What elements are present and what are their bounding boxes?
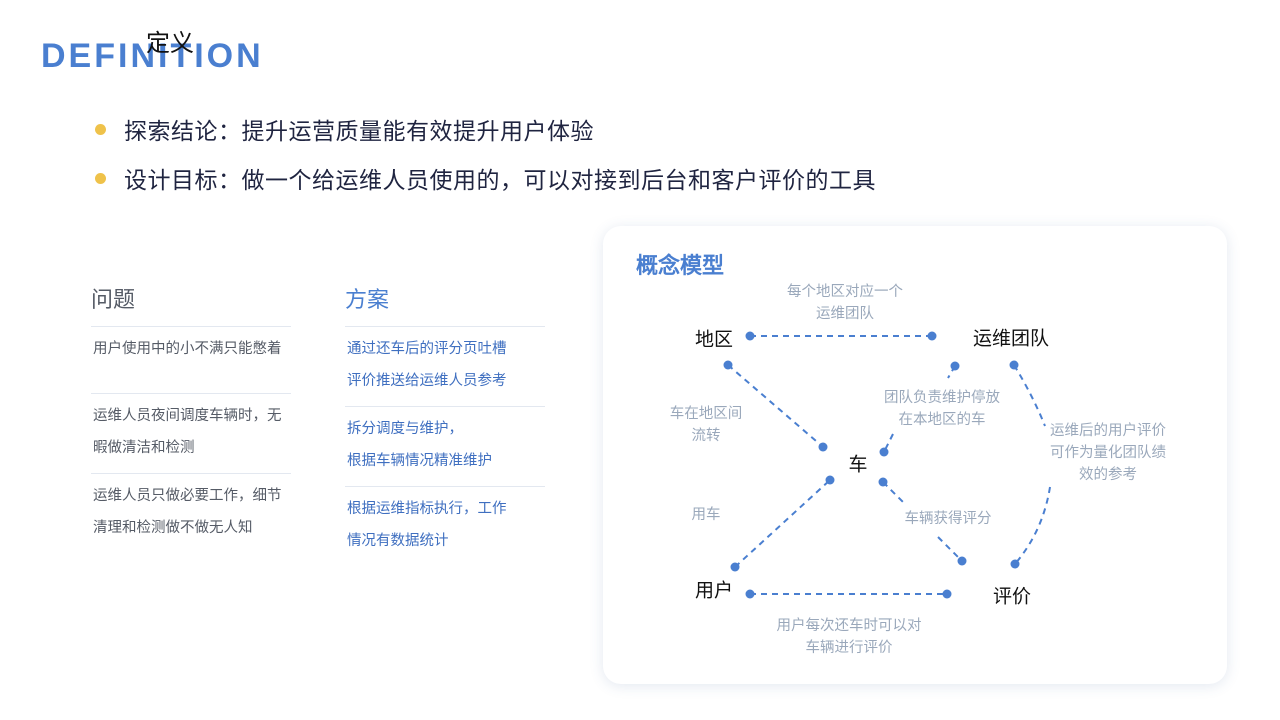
bullet-dot-icon <box>95 123 106 135</box>
node-car: 车 <box>848 453 868 476</box>
edge-team-review-lower <box>1014 486 1051 565</box>
concept-model-diagram <box>723 331 1051 599</box>
edge-endpoint <box>723 360 733 370</box>
concept-model-card: 概念模型 <box>603 226 1227 684</box>
edge-label-region-team: 每个地区对应一个 运维团队 <box>787 284 903 322</box>
node-team: 运维团队 <box>972 327 1050 350</box>
bullet-list: 探索结论：提升运营质量能有效提升用户体验 设计目标：做一个给运维人员使用的，可以… <box>95 111 876 209</box>
edge-endpoint <box>927 331 937 341</box>
edge-endpoint <box>942 589 952 599</box>
edge-endpoint <box>878 477 888 487</box>
edge-endpoint <box>1010 559 1020 569</box>
problem-column: 问题 用户使用中的小不满只能憋着 运维人员夜间调度车辆时，无 暇做清洁和检测 运… <box>91 284 291 553</box>
edge-region-car <box>727 364 824 448</box>
concept-model-title: 概念模型 <box>636 254 725 279</box>
bullet-text: 探索结论：提升运营质量能有效提升用户体验 <box>124 119 594 145</box>
divider <box>91 326 291 327</box>
edge-car-review-upper <box>882 481 905 504</box>
edge-label-user-review: 用户每次还车时可以对 车辆进行评价 <box>776 618 922 656</box>
edge-endpoint <box>745 589 755 599</box>
edge-endpoint <box>825 475 835 485</box>
bullet-dot-icon <box>95 172 106 184</box>
edge-car-review-lower <box>937 536 963 562</box>
edge-endpoint <box>818 442 828 452</box>
edge-endpoint <box>950 361 960 371</box>
edge-endpoint <box>745 331 755 341</box>
edge-endpoint <box>957 556 967 566</box>
edge-user-car <box>734 479 831 568</box>
problem-item: 运维人员只做必要工作，细节 清理和检测做不做无人知 <box>91 473 291 553</box>
solution-item: 根据运维指标执行，工作 情况有数据统计 <box>345 486 545 566</box>
problem-item: 运维人员夜间调度车辆时，无 暇做清洁和检测 <box>91 393 291 473</box>
edge-label-region-car: 车在地区间 流转 <box>669 406 743 444</box>
solution-item: 通过还车后的评分页吐槽 评价推送给运维人员参考 <box>347 341 507 389</box>
edge-label-car-review: 车辆获得评分 <box>904 511 992 527</box>
divider <box>345 326 545 327</box>
solution-title: 方案 <box>345 288 390 313</box>
node-user: 用户 <box>694 579 734 602</box>
edge-endpoint <box>730 562 740 572</box>
section-title-cn: 定义 <box>146 29 194 57</box>
section-title-en: DEFINITION <box>41 37 264 75</box>
node-region: 地区 <box>694 328 734 351</box>
edge-label-user-car: 用车 <box>691 507 721 523</box>
problem-title: 问题 <box>91 288 136 313</box>
edge-label-team-review: 运维后的用户评价 可作为量化团队绩 效的参考 <box>1050 423 1166 483</box>
solution-column: 方案 通过还车后的评分页吐槽 评价推送给运维人员参考 拆分调度与维护， 根据车辆… <box>345 284 545 566</box>
edge-endpoint <box>879 447 889 457</box>
problem-item: 用户使用中的小不满只能憋着 <box>93 341 282 357</box>
solution-item: 拆分调度与维护， 根据车辆情况精准维护 <box>345 406 545 486</box>
bullet-goal: 设计目标：做一个给运维人员使用的，可以对接到后台和客户评价的工具 <box>95 160 876 196</box>
edge-endpoint <box>1009 360 1019 370</box>
edge-team-review-upper <box>1013 364 1046 427</box>
node-review: 评价 <box>992 585 1032 608</box>
bullet-conclusion: 探索结论：提升运营质量能有效提升用户体验 <box>95 111 876 147</box>
edge-label-team-car: 团队负责维护停放 在本地区的车 <box>884 390 1000 428</box>
bullet-text: 设计目标：做一个给运维人员使用的，可以对接到后台和客户评价的工具 <box>124 168 876 194</box>
